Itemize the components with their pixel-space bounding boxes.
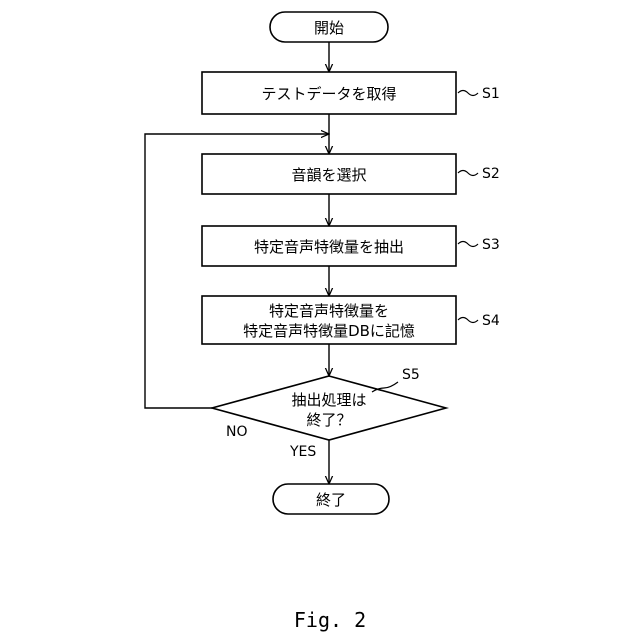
step-s3-id: S3 bbox=[482, 237, 500, 253]
start-label: 開始 bbox=[314, 19, 344, 37]
step-s4-id: S4 bbox=[482, 313, 500, 329]
branch-no-label: NO bbox=[226, 424, 248, 440]
decision-s5-text-line2: 終了？ bbox=[306, 411, 351, 429]
step-s1-text: テストデータを取得 bbox=[261, 85, 396, 103]
step-s1-id: S1 bbox=[482, 86, 500, 102]
step-s2-leader bbox=[458, 171, 478, 176]
step-s2-id: S2 bbox=[482, 166, 500, 182]
step-s3-text: 特定音声特徴量を抽出 bbox=[254, 238, 404, 256]
step-s4-leader bbox=[458, 318, 478, 323]
branch-yes-label: YES bbox=[289, 444, 316, 460]
step-s4-text-line1: 特定音声特徴量を bbox=[269, 302, 389, 320]
decision-s5-id: S5 bbox=[402, 367, 420, 383]
step-s3-leader bbox=[458, 242, 478, 247]
decision-s5-text-line1: 抽出処理は bbox=[291, 391, 366, 409]
step-s1-leader bbox=[458, 91, 478, 96]
step-s2-text: 音韻を選択 bbox=[291, 166, 366, 184]
step-s4-text-line2: 特定音声特徴量DBに記憶 bbox=[243, 322, 415, 340]
end-label: 終了 bbox=[316, 491, 346, 509]
figure-caption: Fig. 2 bbox=[294, 608, 366, 632]
